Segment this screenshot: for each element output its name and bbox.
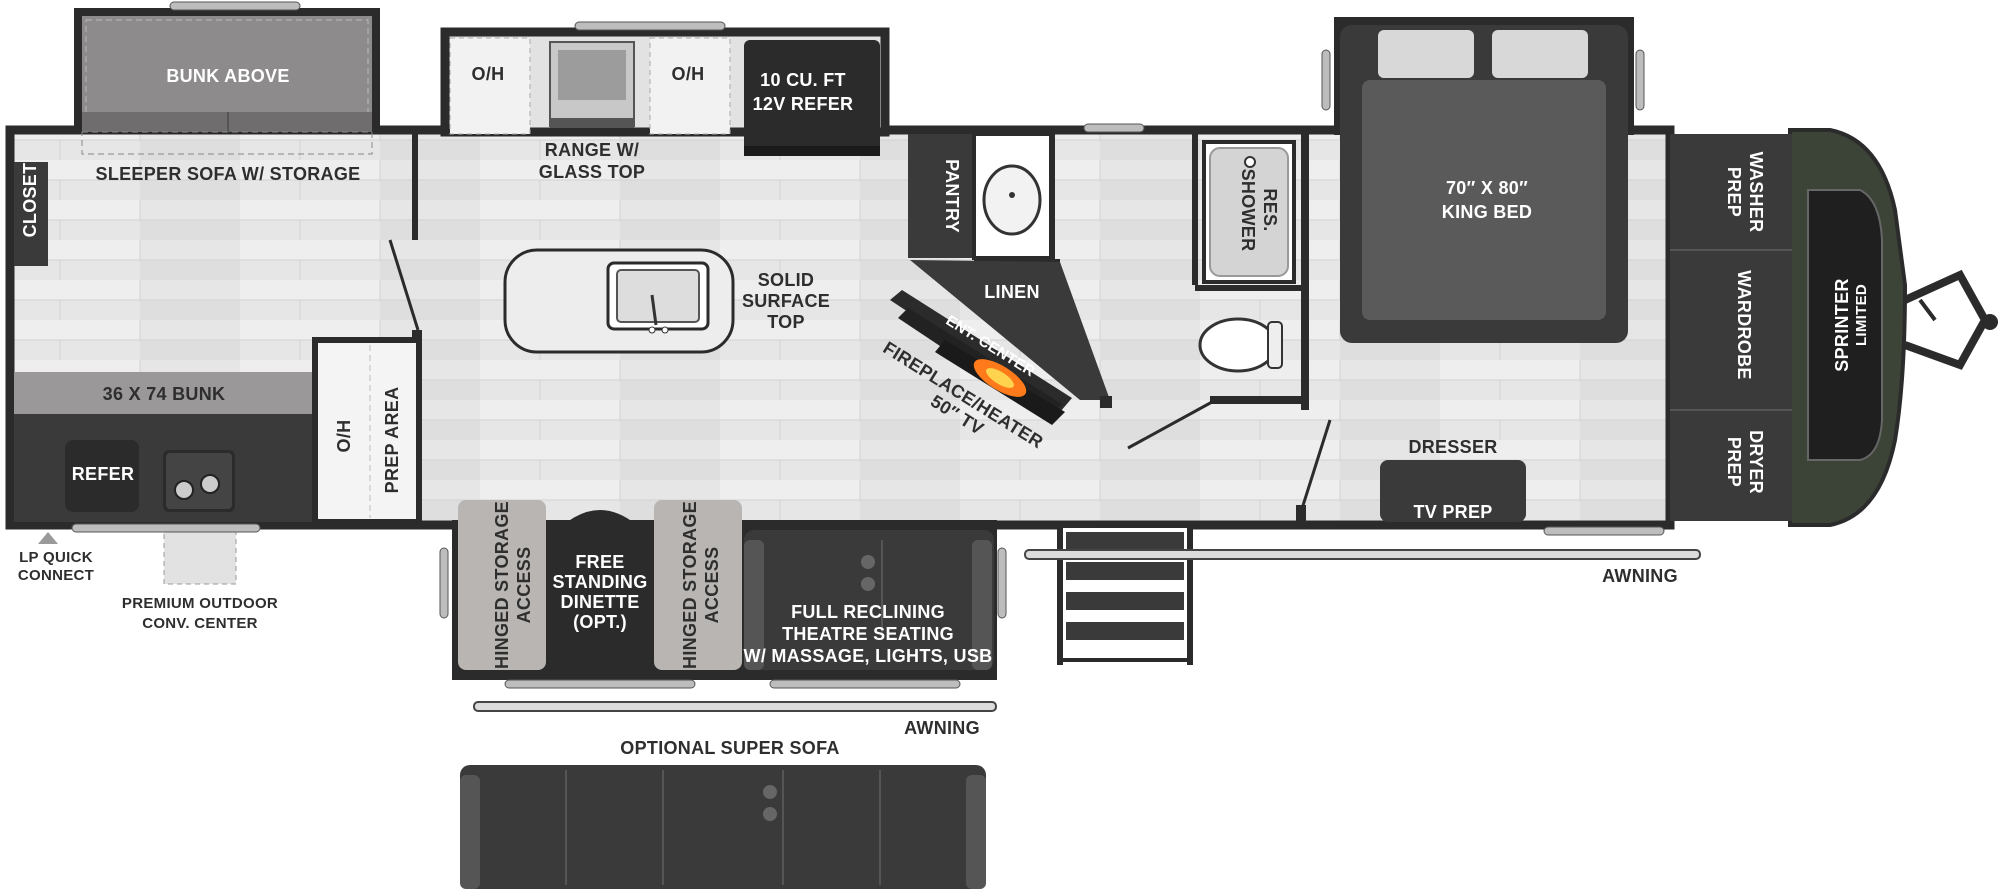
hinged-storage-right-1: HINGED STORAGE xyxy=(680,501,700,669)
dinette-label-3: DINETTE xyxy=(560,592,639,612)
outdoor-center-label-2: CONV. CENTER xyxy=(142,615,258,632)
awnings: AWNING AWNING xyxy=(473,526,1701,738)
king-bed-label-2: KING BED xyxy=(1442,202,1532,222)
bedroom-door-swing xyxy=(1298,419,1332,516)
slide-handles-top xyxy=(169,1,1645,133)
oh-label-left: O/H xyxy=(472,64,505,84)
super-sofa: OPTIONAL SUPER SOFA xyxy=(460,738,986,889)
kitchen-slide: O/H O/H 10 CU. FT 12V REFER RANGE W/ GLA… xyxy=(449,37,880,182)
range-label-1: RANGE W/ xyxy=(545,140,639,160)
king-bed-label-1: 70″ X 80″ xyxy=(1446,178,1528,198)
dinette-theatre-slide: HINGED STORAGE ACCESS FREE STANDING DINE… xyxy=(439,500,1007,689)
left-walls: CLOSET 36 X 74 BUNK REFER O/H PREP AREA xyxy=(14,134,422,525)
dryer-prep-label-2: PREP xyxy=(1724,437,1744,487)
front-wall-storage: WASHER PREP WARDROBE DRYER PREP xyxy=(1670,134,1792,521)
super-sofa-label: OPTIONAL SUPER SOFA xyxy=(620,738,839,758)
refer10-label-2: 12V REFER xyxy=(753,94,854,114)
pantry-and-sink: PANTRY xyxy=(908,132,1060,265)
linen-label: LINEN xyxy=(984,282,1040,302)
hinged-storage-left-2: ACCESS xyxy=(514,547,534,624)
hinged-storage-left-1: HINGED STORAGE xyxy=(492,501,512,669)
lp-quick-label-1: LP QUICK xyxy=(19,549,93,566)
dinette-label-1: FREE xyxy=(575,552,624,572)
king-bed: 70″ X 80″ KING BED xyxy=(1340,25,1628,343)
bunk-slide: BUNK ABOVE SLEEPER SOFA W/ STORAGE xyxy=(81,16,373,184)
entry-steps xyxy=(1057,524,1193,665)
brand-logo-subtext: LIMITED xyxy=(1853,284,1870,346)
refer-label: REFER xyxy=(72,464,135,484)
awning-left-label: AWNING xyxy=(904,718,980,738)
dinette-label-2: STANDING xyxy=(552,572,647,592)
theatre-label-1: FULL RECLINING xyxy=(791,602,945,622)
outdoor-features: LP QUICK CONNECT PREMIUM OUTDOOR CONV. C… xyxy=(18,523,278,632)
refer10-label-1: 10 CU. FT xyxy=(760,70,846,90)
dresser: DRESSER TV PREP xyxy=(1380,437,1526,522)
dinette-label-4: (OPT.) xyxy=(573,612,627,632)
dresser-label: DRESSER xyxy=(1408,437,1497,457)
range-label-2: GLASS TOP xyxy=(539,162,645,182)
bunk-above-label: BUNK ABOVE xyxy=(166,66,289,86)
oh-label-right: O/H xyxy=(672,64,705,84)
bedroom-door-jamb xyxy=(1296,505,1306,521)
dryer-prep-label-1: DRYER xyxy=(1746,430,1766,494)
oh-label-prep: O/H xyxy=(334,420,354,453)
tv-prep-label: TV PREP xyxy=(1413,502,1492,522)
sleeper-sofa-label: SLEEPER SOFA W/ STORAGE xyxy=(96,164,361,184)
res-shower-label-1: RES. xyxy=(1260,188,1280,231)
solid-surface-label-3: TOP xyxy=(767,312,805,332)
bunk-36-label: 36 X 74 BUNK xyxy=(103,384,226,404)
hinged-storage-right-2: ACCESS xyxy=(702,547,722,624)
front-cap: SPRINTER LIMITED xyxy=(1788,128,1998,527)
theatre-label-2: THEATRE SEATING xyxy=(782,624,954,644)
washer-prep-label-1: WASHER xyxy=(1746,152,1766,233)
kitchen-island: SOLID SURFACE TOP xyxy=(503,248,830,354)
awning-right-label: AWNING xyxy=(1602,566,1678,586)
prep-area-label: PREP AREA xyxy=(382,387,402,494)
outdoor-center-label-1: PREMIUM OUTDOOR xyxy=(122,595,278,612)
brand-logo-text: SPRINTER xyxy=(1832,278,1852,371)
pantry-label: PANTRY xyxy=(942,159,962,233)
theatre-label-3: W/ MASSAGE, LIGHTS, USB xyxy=(744,646,993,666)
lp-quick-label-2: CONNECT xyxy=(18,567,94,584)
closet-label: CLOSET xyxy=(20,163,40,238)
washer-prep-label-2: PREP xyxy=(1724,167,1744,217)
wardrobe-label: WARDROBE xyxy=(1734,270,1754,379)
res-shower-label-2: SHOWER xyxy=(1238,169,1258,252)
solid-surface-label-2: SURFACE xyxy=(742,291,830,311)
solid-surface-label-1: SOLID xyxy=(758,270,815,290)
bathroom: RES. SHOWER xyxy=(1127,132,1309,450)
